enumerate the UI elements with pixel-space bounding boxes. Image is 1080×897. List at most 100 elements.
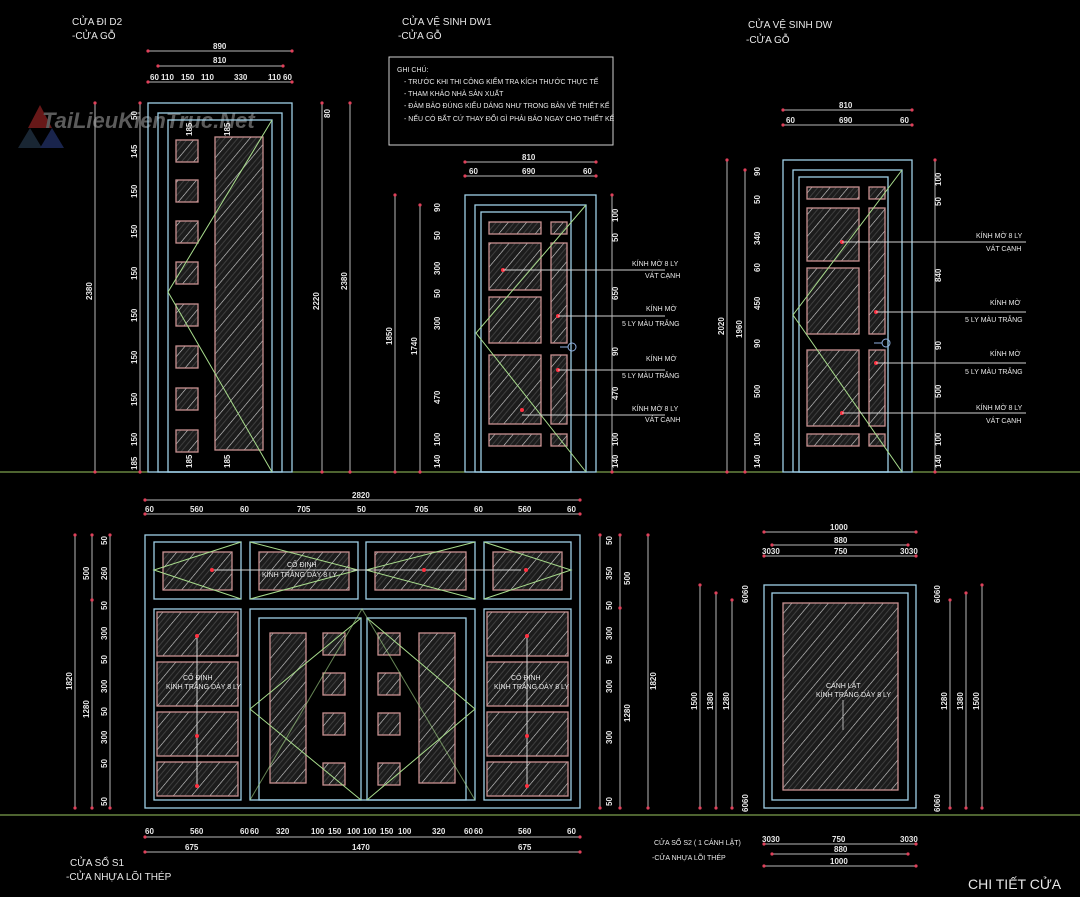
dim-label: 110: [268, 73, 281, 82]
dim-label: 110: [161, 73, 174, 82]
svg-text:50: 50: [934, 197, 943, 206]
dim-label: 60: [150, 73, 159, 82]
note-item: - ĐẢM BẢO ĐÚNG KIỂU DÁNG NHƯ TRONG BẢN V…: [404, 100, 610, 110]
dim-label: 80: [323, 109, 332, 118]
svg-text:350: 350: [605, 566, 614, 580]
door-handle-icon: [874, 338, 891, 348]
d2-overall-width: 890: [213, 42, 227, 51]
svg-text:300: 300: [605, 626, 614, 640]
dimension-tick: [610, 193, 614, 197]
dimension-tick: [90, 806, 94, 810]
dim-label: 500: [82, 566, 91, 580]
window-s2: 1000 880 3030 750 3030 CÁNH LẬT KÍNH TRẮ…: [652, 523, 984, 868]
dimension-tick: [143, 835, 147, 839]
dimension-tick: [594, 174, 598, 178]
dimension-tick: [730, 598, 734, 602]
callout-label: CỐ ĐỊNH: [511, 672, 541, 682]
svg-text:60: 60: [250, 827, 259, 836]
dim-label: 110: [201, 73, 214, 82]
dimension-tick: [618, 806, 622, 810]
dim-label: 1280: [722, 692, 731, 710]
dim-label: 810: [522, 153, 536, 162]
dimension-tick: [906, 543, 910, 547]
dim-label: 6060: [933, 585, 942, 603]
dimension-tick: [980, 583, 984, 587]
callout-label: KÍNH MỜ 8 LY: [976, 403, 1023, 412]
svg-text:50: 50: [357, 505, 366, 514]
dimension-tick: [646, 533, 650, 537]
dw1-right-dims: 100 50 650 90 470 100 140: [611, 208, 620, 468]
svg-text:140: 140: [753, 454, 762, 468]
svg-text:300: 300: [605, 679, 614, 693]
dw1-subtitle: -CỬA GỖ: [398, 29, 442, 42]
dimension-tick: [914, 554, 918, 558]
dim-label: 2020: [717, 317, 726, 335]
callout-label: VÁT CẠNH: [645, 415, 680, 424]
callout-label: KÍNH MỜ: [990, 298, 1021, 307]
dimension-tick: [770, 543, 774, 547]
svg-text:60: 60: [474, 827, 483, 836]
svg-text:300: 300: [100, 626, 109, 640]
svg-text:60: 60: [474, 505, 483, 514]
dimension-tick: [781, 123, 785, 127]
dim-label: 185: [223, 454, 232, 468]
svg-text:60: 60: [145, 827, 154, 836]
dim-label: 1380: [706, 692, 715, 710]
dimension-tick: [906, 852, 910, 856]
svg-text:320: 320: [276, 827, 290, 836]
svg-text:100: 100: [311, 827, 325, 836]
dimension-tick: [964, 806, 968, 810]
dim-label: 185: [185, 122, 194, 136]
svg-text:50: 50: [100, 536, 109, 545]
svg-text:560: 560: [518, 505, 532, 514]
s1-bottom-dims: 60 560 60 60 320 100 150 100 100 150 100…: [145, 827, 576, 836]
dim-label: 3030: [762, 835, 780, 844]
dim-label: 330: [234, 73, 248, 82]
dimension-tick: [93, 101, 97, 105]
dim-label: 60: [900, 116, 909, 125]
svg-text:140: 140: [611, 454, 620, 468]
dw-right-dims: 100 50 840 90 500 100 140: [934, 172, 943, 468]
svg-text:560: 560: [190, 505, 204, 514]
svg-text:705: 705: [297, 505, 311, 514]
dim-label: 675: [518, 843, 532, 852]
svg-text:140: 140: [934, 454, 943, 468]
dimension-tick: [914, 530, 918, 534]
dim-label: 6060: [933, 794, 942, 812]
callout-label: 5 LY MÀU TRẮNG: [622, 371, 680, 380]
svg-text:60: 60: [145, 505, 154, 514]
svg-text:50: 50: [130, 111, 139, 120]
s2-subtitle: -CỬA NHỰA LÕI THÉP: [652, 853, 726, 862]
svg-text:100: 100: [363, 827, 377, 836]
dimension-tick: [646, 806, 650, 810]
dimension-tick: [730, 806, 734, 810]
dimension-tick: [281, 64, 285, 68]
dimension-tick: [108, 533, 112, 537]
dimension-tick: [578, 498, 582, 502]
dw-left-dims: 90 50 340 60 450 90 500 100 140: [753, 167, 762, 468]
svg-text:150: 150: [130, 308, 139, 322]
dim-label: 3030: [900, 835, 918, 844]
dimension-tick: [348, 470, 352, 474]
s1-right-dims: 50 350 50 300 50 300 300 50 500 1820 128…: [605, 536, 658, 806]
dw1-left-dims: 90 50 300 50 300 470 100 140: [433, 203, 442, 468]
dw-title: CỬA VỆ SINH DW: [748, 18, 833, 31]
svg-text:50: 50: [100, 707, 109, 716]
svg-text:60: 60: [753, 263, 762, 272]
d2-title: CỬA ĐI D2: [72, 15, 123, 28]
s1-title: CỬA SỔ S1: [70, 856, 125, 869]
svg-text:145: 145: [130, 144, 139, 158]
d2-leaf-width: 810: [213, 56, 227, 65]
dim-label: 1380: [956, 692, 965, 710]
svg-text:260: 260: [100, 566, 109, 580]
dimension-tick: [933, 158, 937, 162]
dimension-tick: [418, 470, 422, 474]
d2-left-total: 2380: [85, 282, 94, 300]
callout-label: KÍNH MỜ 8 LY: [632, 259, 679, 268]
dimension-tick: [594, 160, 598, 164]
dimension-tick: [418, 203, 422, 207]
svg-text:150: 150: [130, 266, 139, 280]
svg-text:90: 90: [753, 339, 762, 348]
dimension-tick: [618, 606, 622, 610]
